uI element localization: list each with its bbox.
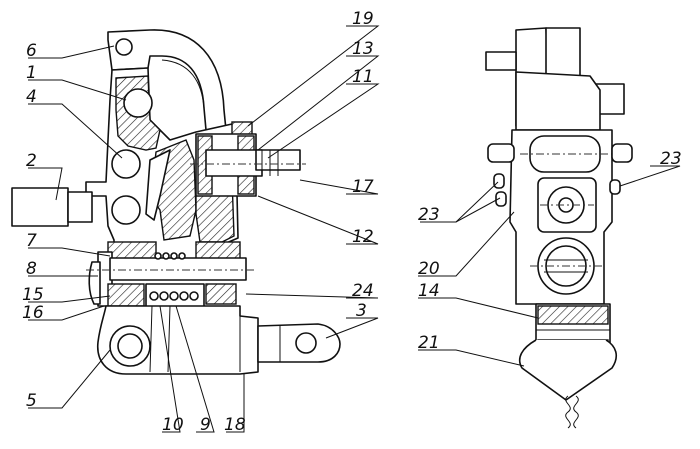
callout-23-right: 23 bbox=[660, 149, 682, 169]
callout-20: 20 bbox=[418, 259, 440, 279]
callout-21: 21 bbox=[418, 333, 440, 353]
side-upper-frame bbox=[515, 71, 601, 131]
callout-3: 3 bbox=[356, 301, 367, 321]
side-bolt-right bbox=[611, 143, 633, 163]
callout-17: 17 bbox=[352, 177, 374, 197]
callout-4: 4 bbox=[26, 87, 37, 107]
side-top-block bbox=[545, 27, 581, 77]
callout-6: 6 bbox=[26, 41, 37, 61]
lock-23-left-a bbox=[493, 173, 505, 189]
pin-hole-1 bbox=[123, 88, 153, 118]
callout-labels: 6 1 4 2 7 8 15 16 5 10 9 18 3 24 12 17 1… bbox=[22, 9, 682, 435]
eccentric-4 bbox=[111, 149, 141, 179]
callout-1: 1 bbox=[26, 63, 37, 83]
callout-23-left: 23 bbox=[418, 205, 440, 225]
callout-7: 7 bbox=[26, 231, 37, 251]
lower-bore bbox=[111, 195, 141, 225]
callout-2: 2 bbox=[26, 151, 37, 171]
callout-15: 15 bbox=[22, 285, 44, 305]
latch-tongue bbox=[145, 149, 171, 221]
spring-9 bbox=[145, 252, 205, 309]
callout-8: 8 bbox=[26, 259, 37, 279]
callout-13: 13 bbox=[352, 39, 374, 59]
chain-loop-21 bbox=[518, 339, 618, 401]
lock-23-left-b bbox=[495, 191, 507, 207]
side-bolt-left bbox=[487, 143, 515, 163]
callout-11: 11 bbox=[352, 67, 374, 87]
nut-cap bbox=[88, 261, 101, 305]
side-pin-top bbox=[485, 51, 517, 71]
plunger-rod-13 bbox=[205, 149, 263, 177]
callout-18: 18 bbox=[224, 415, 246, 435]
callout-5: 5 bbox=[26, 391, 37, 411]
side-base-hatch bbox=[537, 305, 609, 325]
callout-9: 9 bbox=[200, 415, 211, 435]
link-3-hole bbox=[295, 332, 317, 354]
section-view bbox=[11, 29, 341, 375]
lock-23-right bbox=[609, 179, 621, 195]
washer-right bbox=[205, 283, 237, 305]
callout-19: 19 bbox=[352, 9, 374, 29]
callout-16: 16 bbox=[22, 303, 44, 323]
handle-2 bbox=[11, 187, 69, 227]
axle-24 bbox=[109, 257, 247, 281]
hole-6 bbox=[115, 38, 133, 56]
callout-12: 12 bbox=[352, 227, 374, 247]
handle-neck bbox=[67, 191, 93, 223]
callout-24: 24 bbox=[352, 281, 374, 301]
side-view bbox=[485, 27, 633, 429]
callout-10: 10 bbox=[162, 415, 184, 435]
washer-15 bbox=[107, 283, 145, 307]
callout-14: 14 bbox=[418, 281, 440, 301]
leader-lines bbox=[28, 25, 681, 433]
eye-5-inner bbox=[117, 333, 143, 359]
